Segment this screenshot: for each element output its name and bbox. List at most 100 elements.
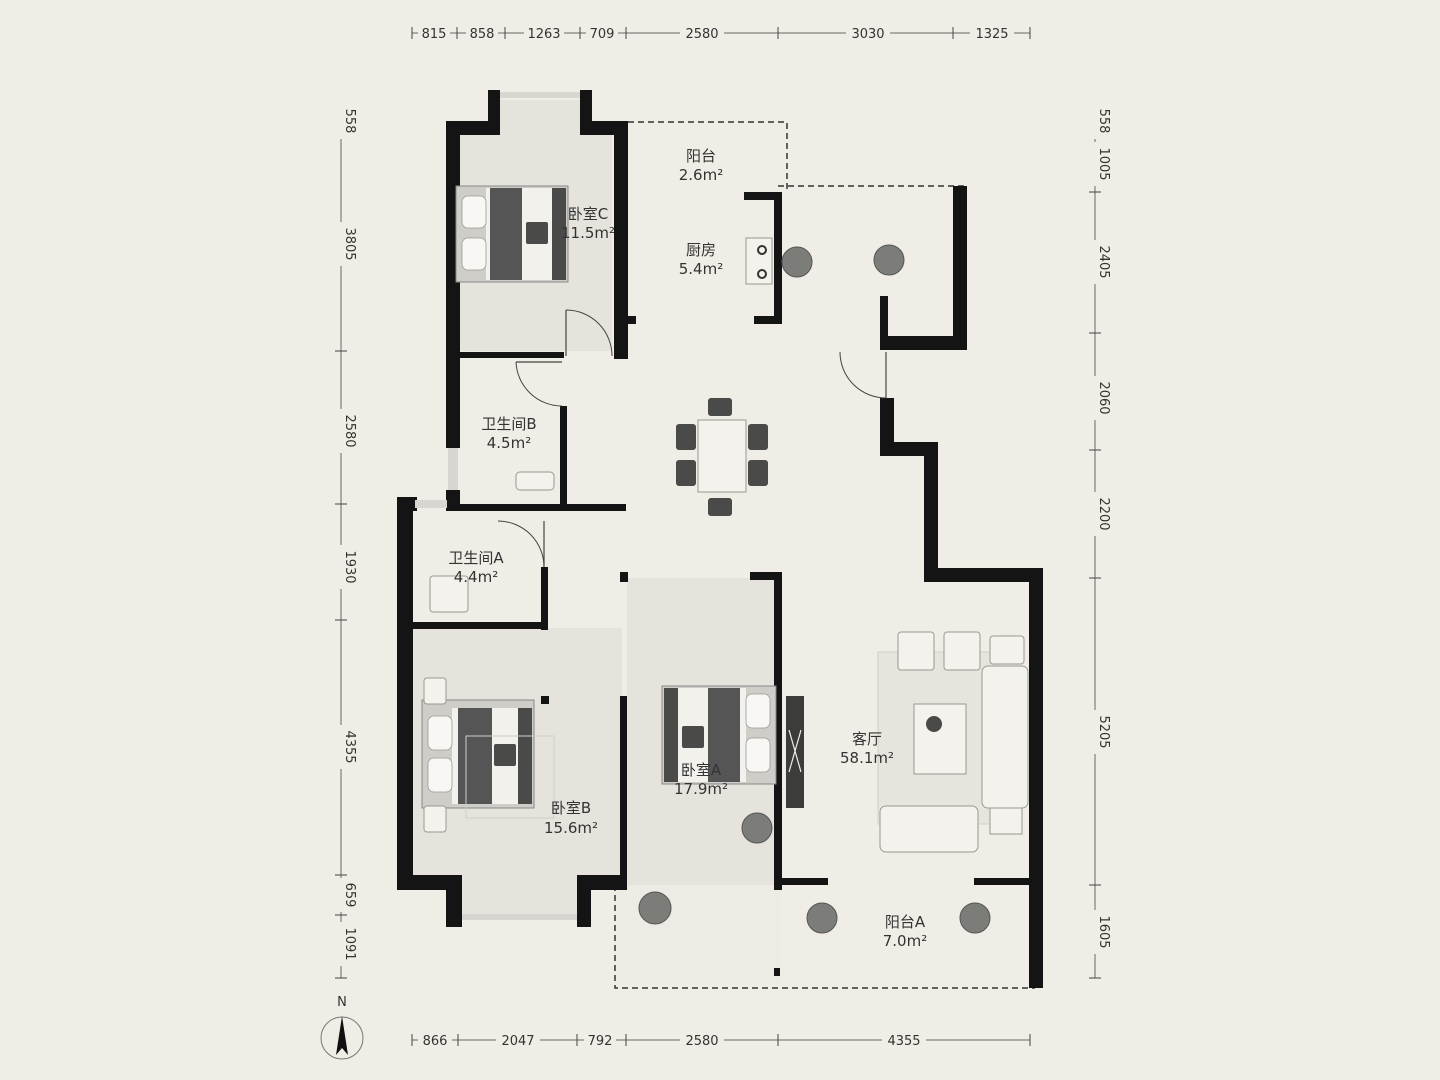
dim-label: 2200 — [1096, 497, 1111, 530]
bedroom-a-area: 17.9m² — [674, 780, 728, 798]
wall — [750, 572, 780, 580]
kitchen-name: 厨房 — [686, 241, 716, 259]
wall — [614, 121, 628, 359]
wall — [446, 352, 564, 358]
dim-label: 2047 — [501, 1034, 534, 1049]
wall — [397, 497, 417, 511]
wall — [446, 875, 462, 927]
bedroom-b-name: 卧室B — [551, 799, 591, 817]
wall — [880, 442, 938, 456]
dimensions-right: 558 1005 2405 2060 2200 5205 1605 — [1086, 103, 1111, 979]
toilets — [429, 471, 555, 613]
balcony-a-outline — [614, 885, 1035, 989]
living-name: 客厅 — [852, 730, 882, 748]
wall — [488, 90, 500, 135]
balcony-outlines — [614, 121, 1035, 989]
window — [500, 92, 580, 98]
wall — [774, 572, 782, 890]
dim-label: 1005 — [1096, 147, 1111, 180]
wall — [446, 504, 626, 511]
bed-c — [455, 185, 569, 283]
window — [462, 914, 577, 920]
balcony-top-area: 2.6m² — [679, 166, 723, 184]
bathroom-a-name: 卫生间A — [448, 549, 504, 567]
walls — [397, 90, 1043, 988]
kitchen-area: 5.4m² — [679, 260, 723, 278]
dim-label: 1930 — [342, 550, 357, 583]
door-swing — [565, 309, 613, 357]
wall — [446, 121, 460, 359]
wall — [924, 568, 1043, 582]
bed-a — [661, 685, 777, 785]
dim-label: 1605 — [1096, 915, 1111, 948]
bedroom-c-area: 11.5m² — [561, 224, 615, 242]
wall — [924, 442, 938, 582]
door-swing — [497, 520, 545, 568]
wall — [880, 296, 888, 350]
window — [415, 500, 447, 508]
dim-label: 558 — [1096, 109, 1111, 134]
wall — [774, 968, 780, 976]
compass-arrow-icon — [336, 1016, 348, 1055]
dim-label: 2580 — [342, 414, 357, 447]
balcony-a-name: 阳台A — [885, 913, 926, 931]
dim-label: 858 — [470, 27, 495, 42]
wall — [620, 572, 628, 582]
wall — [953, 186, 967, 350]
wall — [541, 567, 548, 630]
door-swing — [515, 361, 563, 407]
wall — [974, 878, 1030, 885]
wall — [880, 398, 894, 456]
wall — [397, 875, 462, 890]
dim-label: 2405 — [1096, 245, 1111, 278]
stove — [745, 237, 773, 285]
dim-label: 709 — [590, 27, 615, 42]
wall — [880, 336, 967, 350]
wall — [397, 497, 413, 890]
bedroom-a-name: 卧室A — [681, 761, 722, 779]
dim-label: 3030 — [851, 27, 884, 42]
wall — [620, 696, 627, 890]
dim-label: 558 — [342, 109, 357, 134]
dim-label: 4355 — [342, 730, 357, 763]
balcony-top-name: 阳台 — [686, 147, 716, 165]
sofa-set — [879, 631, 1029, 853]
wall — [446, 121, 500, 135]
wall — [560, 406, 567, 510]
dim-label: 792 — [588, 1034, 613, 1049]
dim-label: 866 — [423, 1034, 448, 1049]
balcony-top-outline — [628, 121, 788, 192]
bedroom-b-area: 15.6m² — [544, 819, 598, 837]
dim-label: 4355 — [887, 1034, 920, 1049]
bed-b — [421, 677, 555, 833]
dimensions-left: 558 3805 2580 1930 4355 659 1091 — [332, 103, 357, 979]
dim-label: 815 — [422, 27, 447, 42]
room-labels: 阳台 2.6m² 卧室C 11.5m² 厨房 5.4m² 卫生间B 4.5m² … — [448, 147, 927, 950]
wall — [744, 192, 778, 200]
window — [448, 448, 458, 490]
bedroom-c-name: 卧室C — [568, 205, 608, 223]
compass-north-label: N — [337, 995, 347, 1010]
wall — [577, 875, 627, 890]
dim-label: 2580 — [685, 1034, 718, 1049]
wall — [754, 316, 782, 324]
dim-label: 1263 — [527, 27, 560, 42]
balcony-a-area: 7.0m² — [883, 932, 927, 950]
dim-label: 2060 — [1096, 381, 1111, 414]
bedroom-a-balcony-floor — [615, 885, 780, 985]
plants — [638, 244, 991, 934]
compass: N — [320, 995, 364, 1060]
wall — [780, 878, 828, 885]
bathroom-a-area: 4.4m² — [454, 568, 498, 586]
dining-table — [676, 398, 768, 516]
wall — [1029, 568, 1043, 988]
dim-label: 1325 — [975, 27, 1008, 42]
dim-label: 659 — [342, 883, 357, 908]
wall — [412, 622, 548, 629]
bathroom-b-name: 卫生间B — [481, 415, 536, 433]
dim-label: 3805 — [342, 227, 357, 260]
dim-label: 2580 — [685, 27, 718, 42]
wall — [541, 696, 549, 704]
dimensions-top: 815 858 1263 709 2580 3030 1325 — [411, 24, 1031, 42]
